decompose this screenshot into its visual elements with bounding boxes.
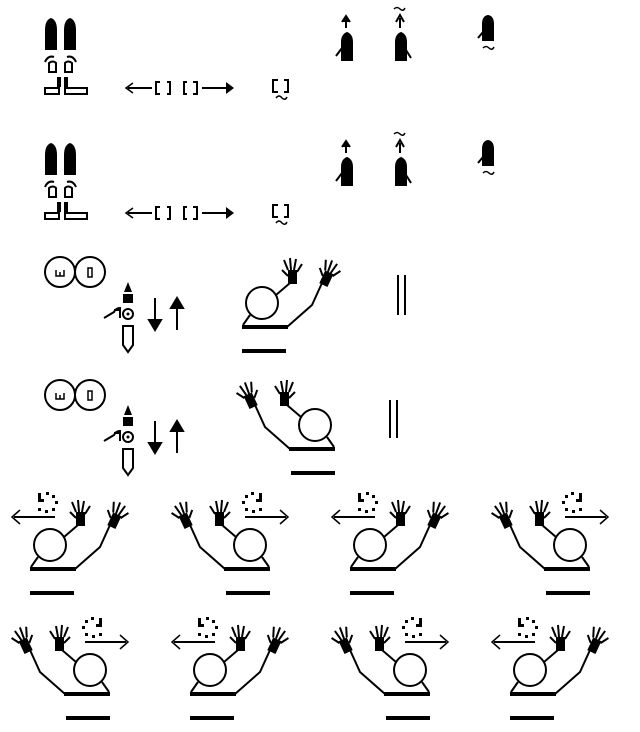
waving-figure-left <box>171 616 291 720</box>
sign-row-6 <box>9 616 611 720</box>
sign-row-1 <box>44 6 495 101</box>
double-bar-icon <box>397 275 406 315</box>
waving-figure-right <box>9 616 129 720</box>
sign-row-4 <box>44 379 398 476</box>
waving-figure-left <box>331 491 451 595</box>
waving-figure-mirrored-icon <box>234 379 335 475</box>
waving-figure-right <box>489 491 609 595</box>
waving-figure-left <box>11 491 131 595</box>
header-sign-glyphs <box>44 131 495 226</box>
sign-row-2 <box>44 131 495 226</box>
sign-row-3 <box>44 256 406 353</box>
face-hand-arrows-glyphs <box>44 256 184 353</box>
sign-row-5 <box>11 491 609 595</box>
waving-figure-icon <box>242 257 343 353</box>
face-hand-arrows-glyphs <box>44 379 184 476</box>
waving-figure-left <box>491 616 611 720</box>
waving-figure-right <box>329 616 449 720</box>
header-sign-glyphs <box>44 6 495 101</box>
double-bar-icon <box>389 400 398 438</box>
waving-figure-right <box>169 491 289 595</box>
